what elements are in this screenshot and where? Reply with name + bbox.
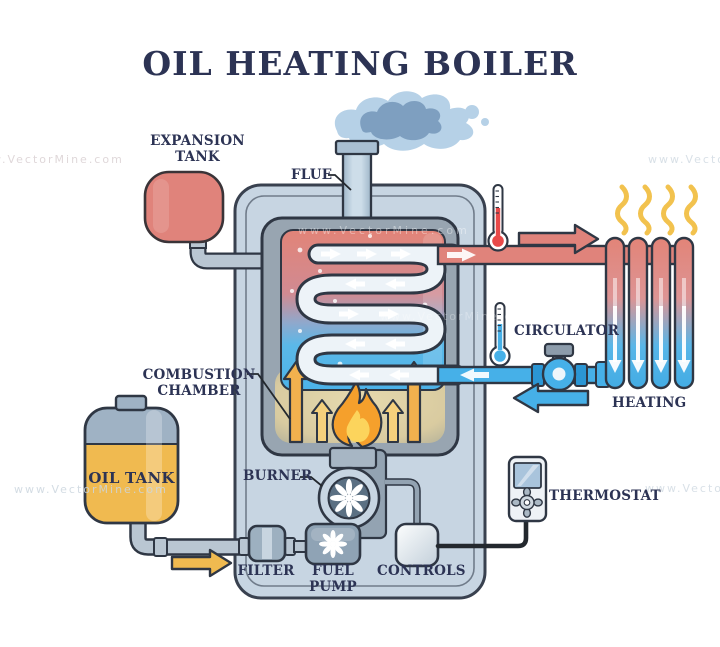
label-burner: BURNER (243, 468, 313, 484)
pump-fan-icon (319, 530, 347, 558)
return-pipe-cold (436, 342, 614, 414)
coil-flow-arrows (321, 248, 411, 381)
label-flue: FLUE (291, 167, 333, 183)
thermostat-buttons (511, 487, 543, 518)
fuel-pump-unit (304, 522, 362, 566)
oil-tank (83, 394, 180, 525)
thermometer-cold (489, 302, 511, 367)
oil-flow-arrow (170, 548, 233, 578)
thermometer-hot (487, 184, 509, 252)
hot-flow-arrow (517, 223, 600, 255)
heat-waves (615, 184, 698, 236)
heat-arrows (282, 360, 428, 444)
label-expansion-tank: EXPANSION TANK (150, 133, 245, 165)
burner-fan-icon (330, 479, 368, 517)
label-thermostat: THERMOSTAT (549, 488, 661, 504)
label-fuel-pump: FUEL PUMP (309, 563, 357, 595)
controls-unit (394, 522, 440, 568)
pointer-lines (247, 174, 352, 487)
expansion-tank (143, 170, 312, 271)
thermostat-device (435, 455, 548, 549)
page-title: OIL HEATING BOILER (142, 44, 578, 83)
label-filter: FILTER (237, 563, 295, 579)
burner (317, 446, 421, 540)
radiator-flow-arrows (608, 278, 691, 373)
flame (331, 380, 383, 449)
label-heating: HEATING (612, 395, 687, 411)
filter-unit (247, 524, 287, 563)
fuel-line (129, 519, 440, 568)
circulator-pump (541, 342, 577, 392)
label-combustion-chamber: COMBUSTION CHAMBER (142, 367, 256, 399)
label-oil-tank: OIL TANK (88, 469, 175, 487)
label-controls: CONTROLS (377, 563, 466, 579)
label-circulator: CIRCULATOR (514, 323, 620, 339)
smoke-cloud (334, 91, 489, 151)
cold-flow-arrow (512, 382, 590, 414)
radiator (604, 236, 695, 390)
